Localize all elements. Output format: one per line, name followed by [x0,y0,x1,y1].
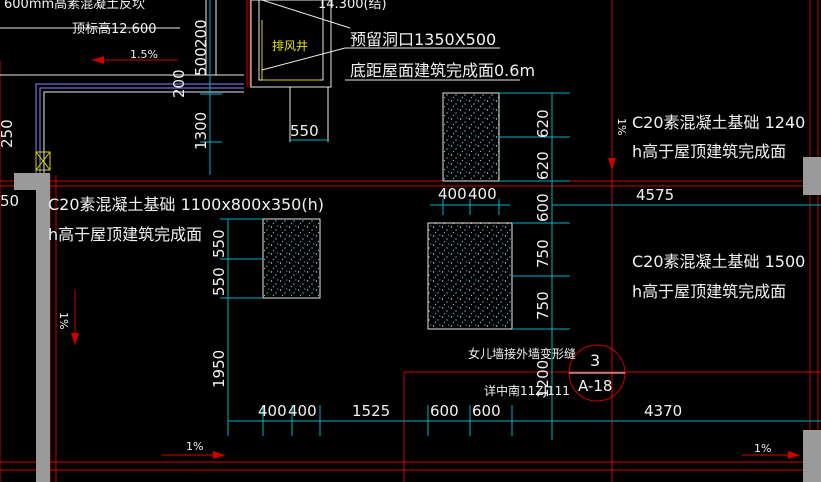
box-top-label: 14.300(结) [318,0,387,12]
slope-arrows [71,56,800,459]
bottom-dim-3: 1525 [352,402,390,420]
detail-circle-number: 3 [590,351,600,370]
vert-dim-750b: 750 [534,291,552,320]
slope-top-left: 1.5% [130,48,158,61]
horiz-dim-400a: 400 [438,185,467,203]
vert-dim-550a: 550 [210,229,228,258]
dim-4575: 4575 [636,186,674,204]
left-dim-1300: 1300 [192,112,210,150]
foundation-right-top-note: h高于屋顶建筑完成面 [632,142,786,161]
vert-dim-1200: 1200 [534,360,552,398]
left-edge-50: 50 [0,192,19,210]
detail-reference-circle[interactable]: 3 A-18 [568,344,626,402]
left-dim-500: 500 [192,47,210,76]
slope-left-mid: 1% [57,312,70,329]
foundation-right-top: C20素混凝土基础 1240 [632,113,805,132]
parapet-note: 女儿墙接外墙变形缝 [468,346,576,361]
vent-shaft-label: 排风井 [272,39,308,53]
vert-dim-600: 600 [534,193,552,222]
bottom-dim-2: 400 [288,402,317,420]
detail-circle-sheet: A-18 [578,377,612,395]
left-edge-250: 250 [0,119,16,148]
opening-note: 底距屋面建筑完成面0.6m [350,61,535,80]
foundation-left-note: h高于屋顶建筑完成面 [48,225,202,244]
vert-dim-620a: 620 [534,109,552,138]
parapet-outline [0,0,244,175]
foundation-right-mid: C20素混凝土基础 1500 [632,252,805,271]
bottom-dim-4: 600 [430,402,459,420]
horiz-dim-400b: 400 [468,185,497,203]
top-height-label: 顶标高12.600 [72,21,157,37]
left-dim-200a: 200 [192,19,210,48]
vert-dim-1950: 1950 [210,350,228,388]
slope-bottom-right: 1% [754,442,771,455]
foundation-left: C20素混凝土基础 1100x800x350(h) [48,195,324,214]
bottom-dim-1: 400 [258,402,287,420]
slope-right-top: 1% [615,118,628,135]
vert-dim-550b: 550 [210,267,228,296]
vert-dim-750a: 750 [534,239,552,268]
vert-dim-620b: 620 [534,151,552,180]
vent-shaft [250,0,520,142]
detail-ref: 详中南11ZJ111 [484,383,570,398]
column-blocks [14,151,821,482]
slope-bottom-left: 1% [186,440,203,453]
dim-550-top: 550 [290,122,319,140]
bottom-dim-5: 600 [472,402,501,420]
top-clip-text: 600mm高素混凝土反坎 [4,0,145,12]
bottom-dim-6: 4370 [644,402,682,420]
opening-label: 预留洞口1350X500 [350,30,496,49]
dimension-lines [200,0,821,440]
left-dim-200b: 200 [170,69,188,98]
foundation-right-mid-note: h高于屋顶建筑完成面 [632,282,786,301]
